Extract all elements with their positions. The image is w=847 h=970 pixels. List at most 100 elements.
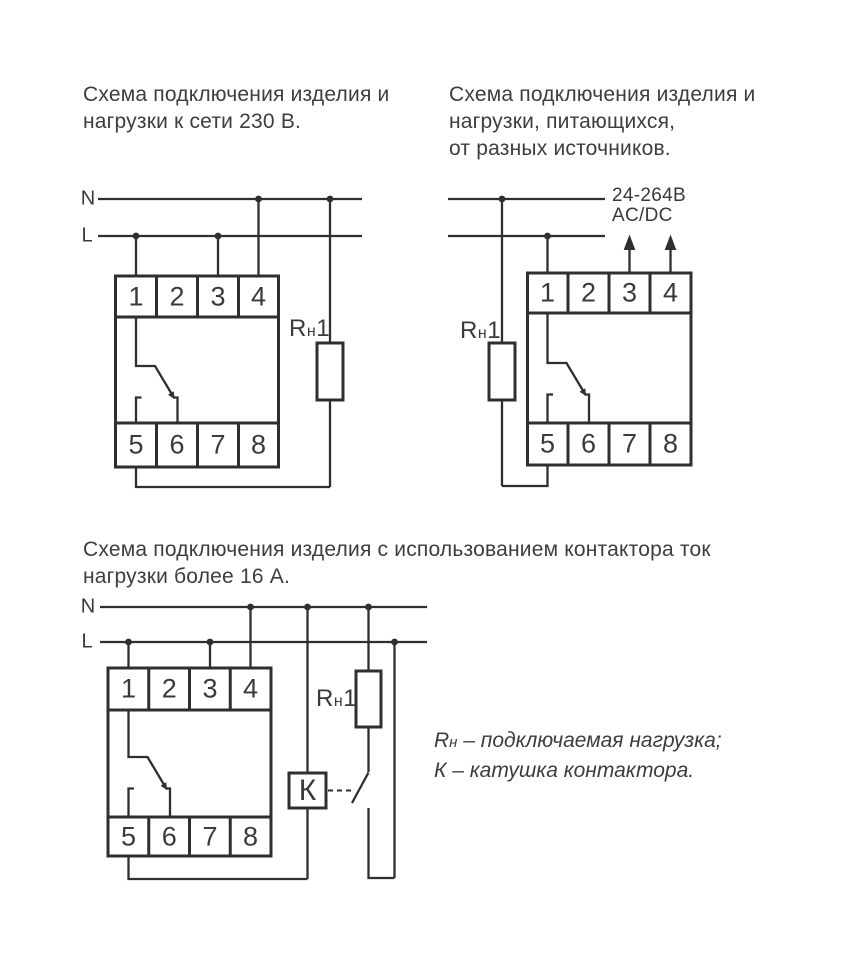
terminal-number: 2 — [580, 277, 597, 308]
line-label: L — [81, 224, 93, 247]
junction-dot — [544, 232, 551, 240]
terminal-number: 2 — [161, 673, 177, 704]
load-label-index: 1 — [343, 685, 358, 712]
supply-arrow-icon — [664, 234, 677, 250]
terminal-number: 1 — [539, 277, 556, 308]
fixed-contact-6 — [165, 787, 172, 817]
terminal-number: 3 — [202, 673, 218, 704]
load-resistor — [315, 341, 345, 402]
contact-blade-arrow — [168, 391, 175, 399]
legend-line1-text: – подключаемая нагрузка; — [457, 729, 722, 752]
terminal-strip-lines — [108, 708, 271, 819]
load-label-r: R — [460, 317, 478, 344]
terminal-number: 8 — [250, 429, 267, 460]
bottom-terminal-dividers — [155, 423, 240, 467]
top-terminal-dividers — [155, 276, 240, 317]
terminal5-return-wire — [134, 467, 330, 489]
contact-blade-arrow — [160, 782, 167, 790]
terminal5-return-wire — [127, 856, 308, 881]
fixed-contact-5 — [134, 396, 142, 423]
load-label-sub: н — [306, 323, 317, 340]
terminal-number: 6 — [169, 429, 185, 460]
terminal-number: 5 — [120, 821, 137, 851]
contactor-coil-box — [287, 771, 328, 810]
diagram-230v-wires — [98, 197, 362, 489]
load-label-index: 1 — [487, 317, 502, 344]
junction-dot — [125, 638, 132, 646]
terminal-number: 6 — [580, 428, 597, 459]
top-terminal-dividers — [147, 668, 232, 710]
legend-note: Rн – подключаемая нагрузка; К – катушка … — [434, 727, 722, 785]
supply-arrow-shafts — [628, 248, 672, 273]
line-label: L — [81, 630, 93, 653]
legend-load-sub: н — [449, 734, 458, 751]
load-label-sub: н — [333, 693, 344, 710]
load-label-index: 1 — [316, 315, 331, 342]
terminal-number: 4 — [242, 673, 259, 704]
contactor-coil-label: К — [298, 773, 317, 807]
junction-dot — [498, 195, 506, 203]
diagram-230v-junctions — [132, 195, 334, 240]
legend-line1: Rн – подключаемая нагрузка; — [434, 727, 722, 757]
load-label: Rн1 — [289, 315, 330, 343]
bottom-terminal-dividers — [566, 423, 652, 465]
contact-blade-arrow — [579, 388, 586, 396]
terminal-number: 1 — [120, 673, 137, 704]
terminal-number: 3 — [210, 281, 226, 311]
contact-blade — [546, 313, 586, 395]
terminal-number: 4 — [662, 277, 679, 308]
junction-dot — [214, 232, 222, 240]
terminal-number: 7 — [202, 821, 218, 851]
diagram-dual-junctions — [498, 195, 551, 240]
terminal-number: 8 — [662, 428, 679, 459]
diagram-dual-title: Схема подключения изделия и нагрузки, пи… — [449, 83, 756, 160]
junction-dot — [132, 232, 140, 240]
contactor-contact-blade — [350, 771, 370, 804]
junction-dot — [304, 603, 311, 611]
junction-dot — [391, 638, 398, 646]
load-resistor — [487, 341, 517, 402]
diagram-dual-device — [487, 271, 693, 467]
diagram-230v-relay-contact — [134, 317, 179, 423]
junction-dot — [247, 603, 254, 611]
junction-dot — [326, 195, 334, 203]
diagram-230v-title: Схема подключения изделия и нагрузки к с… — [83, 83, 390, 133]
bottom-terminal-dividers — [147, 817, 232, 856]
terminal-number: 3 — [621, 277, 638, 308]
junction-dot — [255, 195, 262, 203]
legend-line2: К – катушка контактора. — [434, 759, 695, 782]
terminal5-return-wire — [502, 465, 549, 488]
terminal-number: 4 — [250, 281, 267, 311]
load-label: Rн1 — [460, 317, 501, 345]
load-resistor — [354, 669, 383, 729]
terminal-number: 2 — [169, 281, 185, 311]
load-label: Rн1 — [316, 685, 357, 713]
diagram-dual-relay-contact — [546, 313, 591, 423]
terminal-number: 7 — [621, 428, 638, 459]
diagram-contactor-title: Схема подключения изделия с использовани… — [83, 538, 711, 588]
fixed-contact-6 — [173, 396, 179, 423]
diagram-dual-wires — [448, 197, 672, 488]
load-label-r: R — [289, 315, 307, 342]
junction-dot — [206, 638, 214, 646]
load-label-sub: н — [477, 325, 488, 342]
terminal-strip-lines — [527, 311, 691, 425]
contact-blade — [127, 710, 167, 789]
junction-dot — [365, 603, 372, 611]
terminal-number: 6 — [161, 821, 177, 851]
terminal-number: 5 — [539, 428, 556, 459]
top-terminal-dividers — [566, 273, 652, 313]
fixed-contact-5 — [127, 787, 134, 817]
terminal-strip-lines — [115, 315, 279, 425]
terminal-number: 5 — [128, 429, 144, 460]
neutral-label: N — [80, 595, 96, 618]
supply-type-label: AC/DC — [612, 205, 673, 226]
fixed-contact-6 — [584, 393, 591, 423]
contact-return-wire — [367, 808, 395, 880]
diagram-contactor-wires — [100, 605, 427, 881]
diagram-contactor-junctions — [125, 603, 398, 646]
terminal-number: 7 — [210, 429, 226, 460]
diagram-contactor-relay-contact — [127, 710, 172, 817]
